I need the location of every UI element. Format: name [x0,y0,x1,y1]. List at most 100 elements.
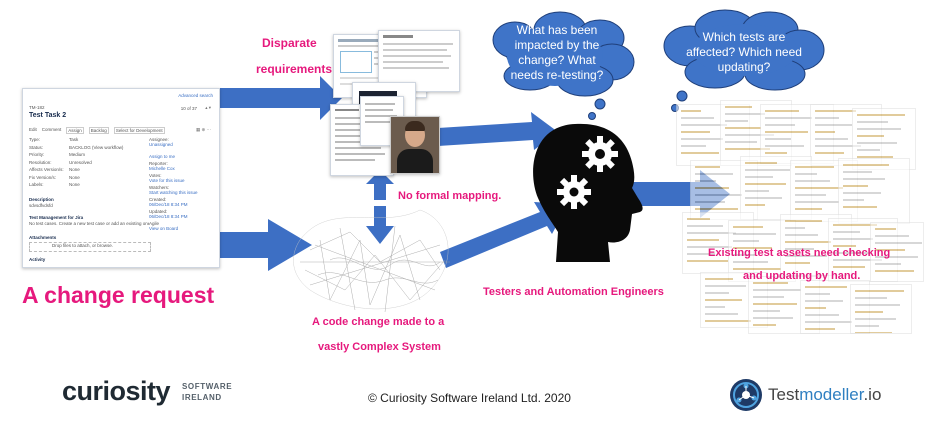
curiosity-wordmark: curiosity [62,376,171,406]
requirements-document-2 [378,30,460,92]
code-line [857,156,893,158]
code-line [795,194,826,196]
assets-label-2: and updating by hand. [743,270,861,282]
code-line [805,328,835,330]
code-line [687,218,710,220]
backlog-button[interactable]: Backlog [88,127,109,134]
side-value[interactable]: 06/Dec/18 8:34 PM [149,214,188,219]
description-value[interactable]: sdvsdfvdsfd [29,203,53,208]
field-label: Labels: [29,182,44,187]
code-line [843,206,877,208]
side-value[interactable]: Michelle Cox [149,166,175,171]
code-line [725,106,752,108]
code-line [753,317,793,319]
code-line [855,311,883,313]
code-line [725,127,761,129]
test-asset-document [850,284,912,334]
code-line [725,134,774,136]
requirements-label: requirements [256,62,333,76]
code-line [857,121,888,123]
code-line [833,224,877,226]
field-label: Priority: [29,152,45,157]
field-label: Status: [29,144,44,150]
issue-breadcrumb[interactable]: TM-182 [29,105,45,110]
code-line [765,152,787,154]
code-line [753,310,780,312]
field-value[interactable]: BACKLOG (View workflow) [69,144,124,150]
thought-bubble-tests [663,9,825,112]
field-value[interactable]: None [69,182,80,187]
comment-button[interactable]: Comment [41,127,62,132]
code-line [733,261,768,263]
select-dev-button[interactable]: Select for Development [113,127,165,134]
code-line [765,117,812,119]
code-line [681,131,710,133]
code-line [705,299,742,301]
code-line [815,138,848,140]
code-line [695,208,738,210]
code-line [725,113,765,115]
arrow-down-to-code [366,206,394,244]
advanced-search-link[interactable]: Advanced search [178,93,213,98]
head-gears-icon [533,123,643,263]
code-line [705,285,746,287]
code-line [765,145,804,147]
side-value[interactable]: 06/Dec/18 8:34 PM [149,202,188,207]
side-value[interactable]: View on Board [149,226,179,231]
side-value[interactable]: Start watching this issue [149,190,198,195]
code-line [765,131,808,133]
pager-arrows-icon[interactable]: ▴ ▾ [205,105,211,110]
code-line [843,199,864,201]
jira-issue-screenshot: Advanced search TM-182 Test Task 2 10 of… [22,88,220,268]
code-line [857,149,880,151]
code-line [795,180,830,182]
code-line [733,247,772,249]
tm-value[interactable]: No test cases. Create a new test case or… [29,221,149,226]
arrow-up-to-requirements [366,170,394,200]
code-line [843,171,872,173]
code-line [843,185,868,187]
assets-label-1: Existing test assets need checking [708,247,891,259]
field-label: Resolution: [29,159,52,165]
code-line [855,304,900,306]
toolbar-more-icon[interactable]: ▦ ⊕ ⋯ [195,127,211,132]
code-line [785,241,831,243]
arrow-code-to-head [440,202,568,268]
field-value[interactable]: Unresolved [69,159,92,165]
code-line [705,292,729,294]
side-value[interactable]: Assign to me [149,154,176,159]
code-line [843,178,885,180]
field-value[interactable]: None [69,174,80,180]
code-line [833,252,869,254]
code-line [875,228,896,230]
code-line [681,145,706,147]
code-line [705,320,751,322]
thought-bubble-impact [492,11,635,120]
edit-button[interactable]: Edit [29,127,37,132]
code-line [875,270,914,272]
code-line [857,114,905,116]
code-line [805,314,839,316]
code-line [875,235,909,237]
code-line [753,289,801,291]
bubble-tests-text: Which tests are affected? Which need upd… [686,30,802,74]
code-line [855,325,879,327]
field-value[interactable]: Task [69,137,79,142]
field-value[interactable]: Medium [69,152,86,157]
activity-label: Activity [29,257,46,262]
code-line [855,297,887,299]
code-line [857,142,897,144]
code-line [795,173,817,175]
side-value[interactable]: Vote for this issue [149,178,185,183]
code-line [815,110,856,112]
code-line [785,255,827,257]
code-line [681,152,719,154]
side-value[interactable]: Unassigned [149,142,173,147]
testmodeller-wordmark: Testmodeller.io [768,385,882,404]
side-label: Votes: [149,173,162,178]
field-value[interactable]: None [69,167,80,172]
code-line [795,201,839,203]
drop-zone[interactable]: Drop files to attach, or browse. [29,242,151,252]
assign-button[interactable]: Assign [66,127,84,134]
code-line [857,128,901,130]
